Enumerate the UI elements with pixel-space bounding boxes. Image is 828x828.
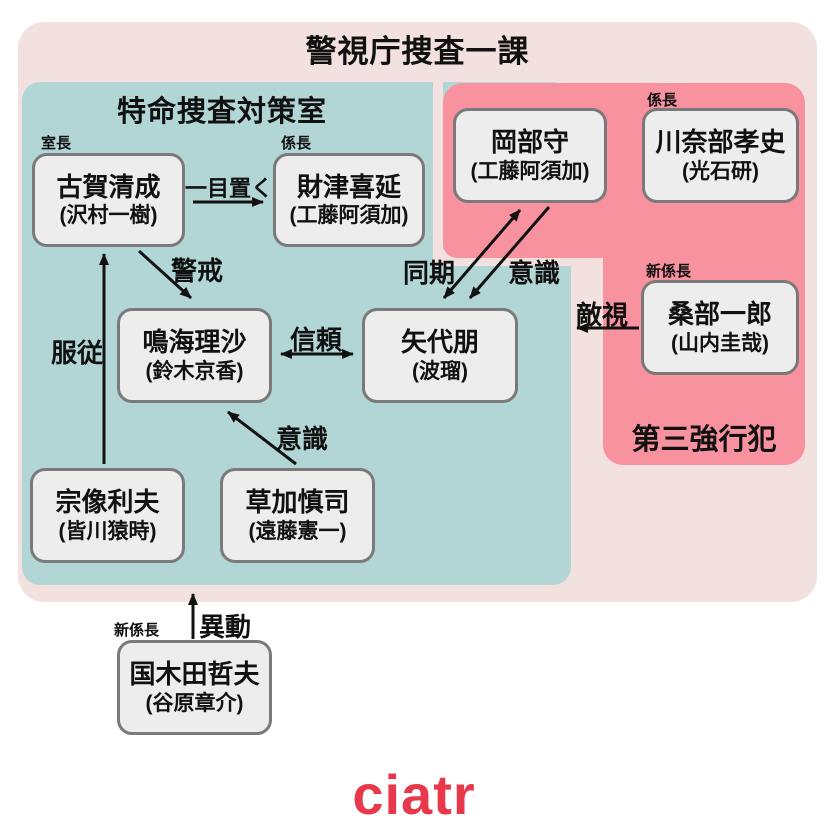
daisan-group-title: 第三強行犯	[631, 424, 777, 456]
relation-label-ishiki-okabe: 意識	[508, 258, 561, 288]
role-label-kuwabe: 新係長	[646, 263, 692, 280]
person-actor: (遠藤憲一)	[248, 519, 347, 543]
person-box-souka: 草加慎司 (遠藤憲一)	[220, 468, 375, 563]
person-actor: (沢村一樹)	[59, 204, 158, 228]
tokumei-group-title: 特命捜査対策室	[116, 96, 327, 128]
panel-gap-vertical	[433, 82, 443, 258]
person-actor: (谷原章介)	[145, 691, 244, 715]
relation-label-keikai: 警戒	[171, 256, 224, 286]
person-actor: (波瑠)	[412, 359, 468, 383]
person-box-munakata: 宗像利夫 (皆川猿時)	[30, 468, 185, 563]
relation-label-tekishi: 敵視	[576, 300, 629, 330]
person-box-kawanabe: 川奈部孝史 (光石研)	[642, 108, 799, 203]
person-actor: (皆川猿時)	[58, 519, 157, 543]
person-actor: (光石研)	[682, 159, 759, 183]
person-box-kuwabe: 桑部一郎 (山内圭哉)	[641, 280, 799, 375]
person-actor: (工藤阿須加)	[470, 159, 590, 183]
person-name: 財津喜延	[296, 171, 401, 202]
relation-label-fukuju: 服従	[51, 338, 104, 368]
person-box-narumi: 鳴海理沙 (鈴木京香)	[117, 308, 272, 403]
role-label-kawanabe: 係長	[647, 92, 678, 109]
diagram-title: 警視庁捜査一課	[305, 34, 530, 69]
person-name: 宗像利夫	[55, 487, 160, 518]
person-box-okabe: 岡部守 (工藤阿須加)	[453, 108, 607, 203]
person-name: 鳴海理沙	[142, 327, 247, 358]
person-box-kunikida: 国木田哲夫 (谷原章介)	[117, 640, 272, 735]
person-name: 古賀清成	[56, 171, 161, 202]
relation-label-ishiki-souka: 意識	[276, 424, 329, 454]
relation-label-douki: 同期	[403, 258, 456, 288]
role-label-koga: 室長	[41, 135, 72, 152]
relation-label-idou: 異動	[199, 612, 252, 642]
person-actor: (鈴木京香)	[145, 359, 244, 383]
person-name: 草加慎司	[245, 487, 350, 518]
ciatr-logo: ciatr	[352, 763, 476, 826]
role-label-zaitsu: 係長	[281, 135, 312, 152]
person-actor: (山内圭哉)	[671, 331, 769, 355]
person-name: 桑部一郎	[667, 299, 772, 330]
person-name: 川奈部孝史	[655, 127, 786, 158]
person-name: 岡部守	[490, 127, 569, 158]
person-name: 国木田哲夫	[129, 659, 260, 690]
person-box-zaitsu: 財津喜延 (工藤阿須加)	[273, 153, 425, 247]
person-actor: (工藤阿須加)	[289, 204, 409, 228]
person-box-koga: 古賀清成 (沢村一樹)	[32, 153, 185, 247]
role-label-kunikida: 新係長	[114, 622, 160, 639]
person-box-yashiro: 矢代朋 (波瑠)	[362, 308, 518, 403]
relation-label-shinrai: 信頼	[290, 325, 343, 355]
person-name: 矢代朋	[400, 327, 479, 358]
relation-label-ichimoku: 一目置く	[185, 176, 274, 201]
